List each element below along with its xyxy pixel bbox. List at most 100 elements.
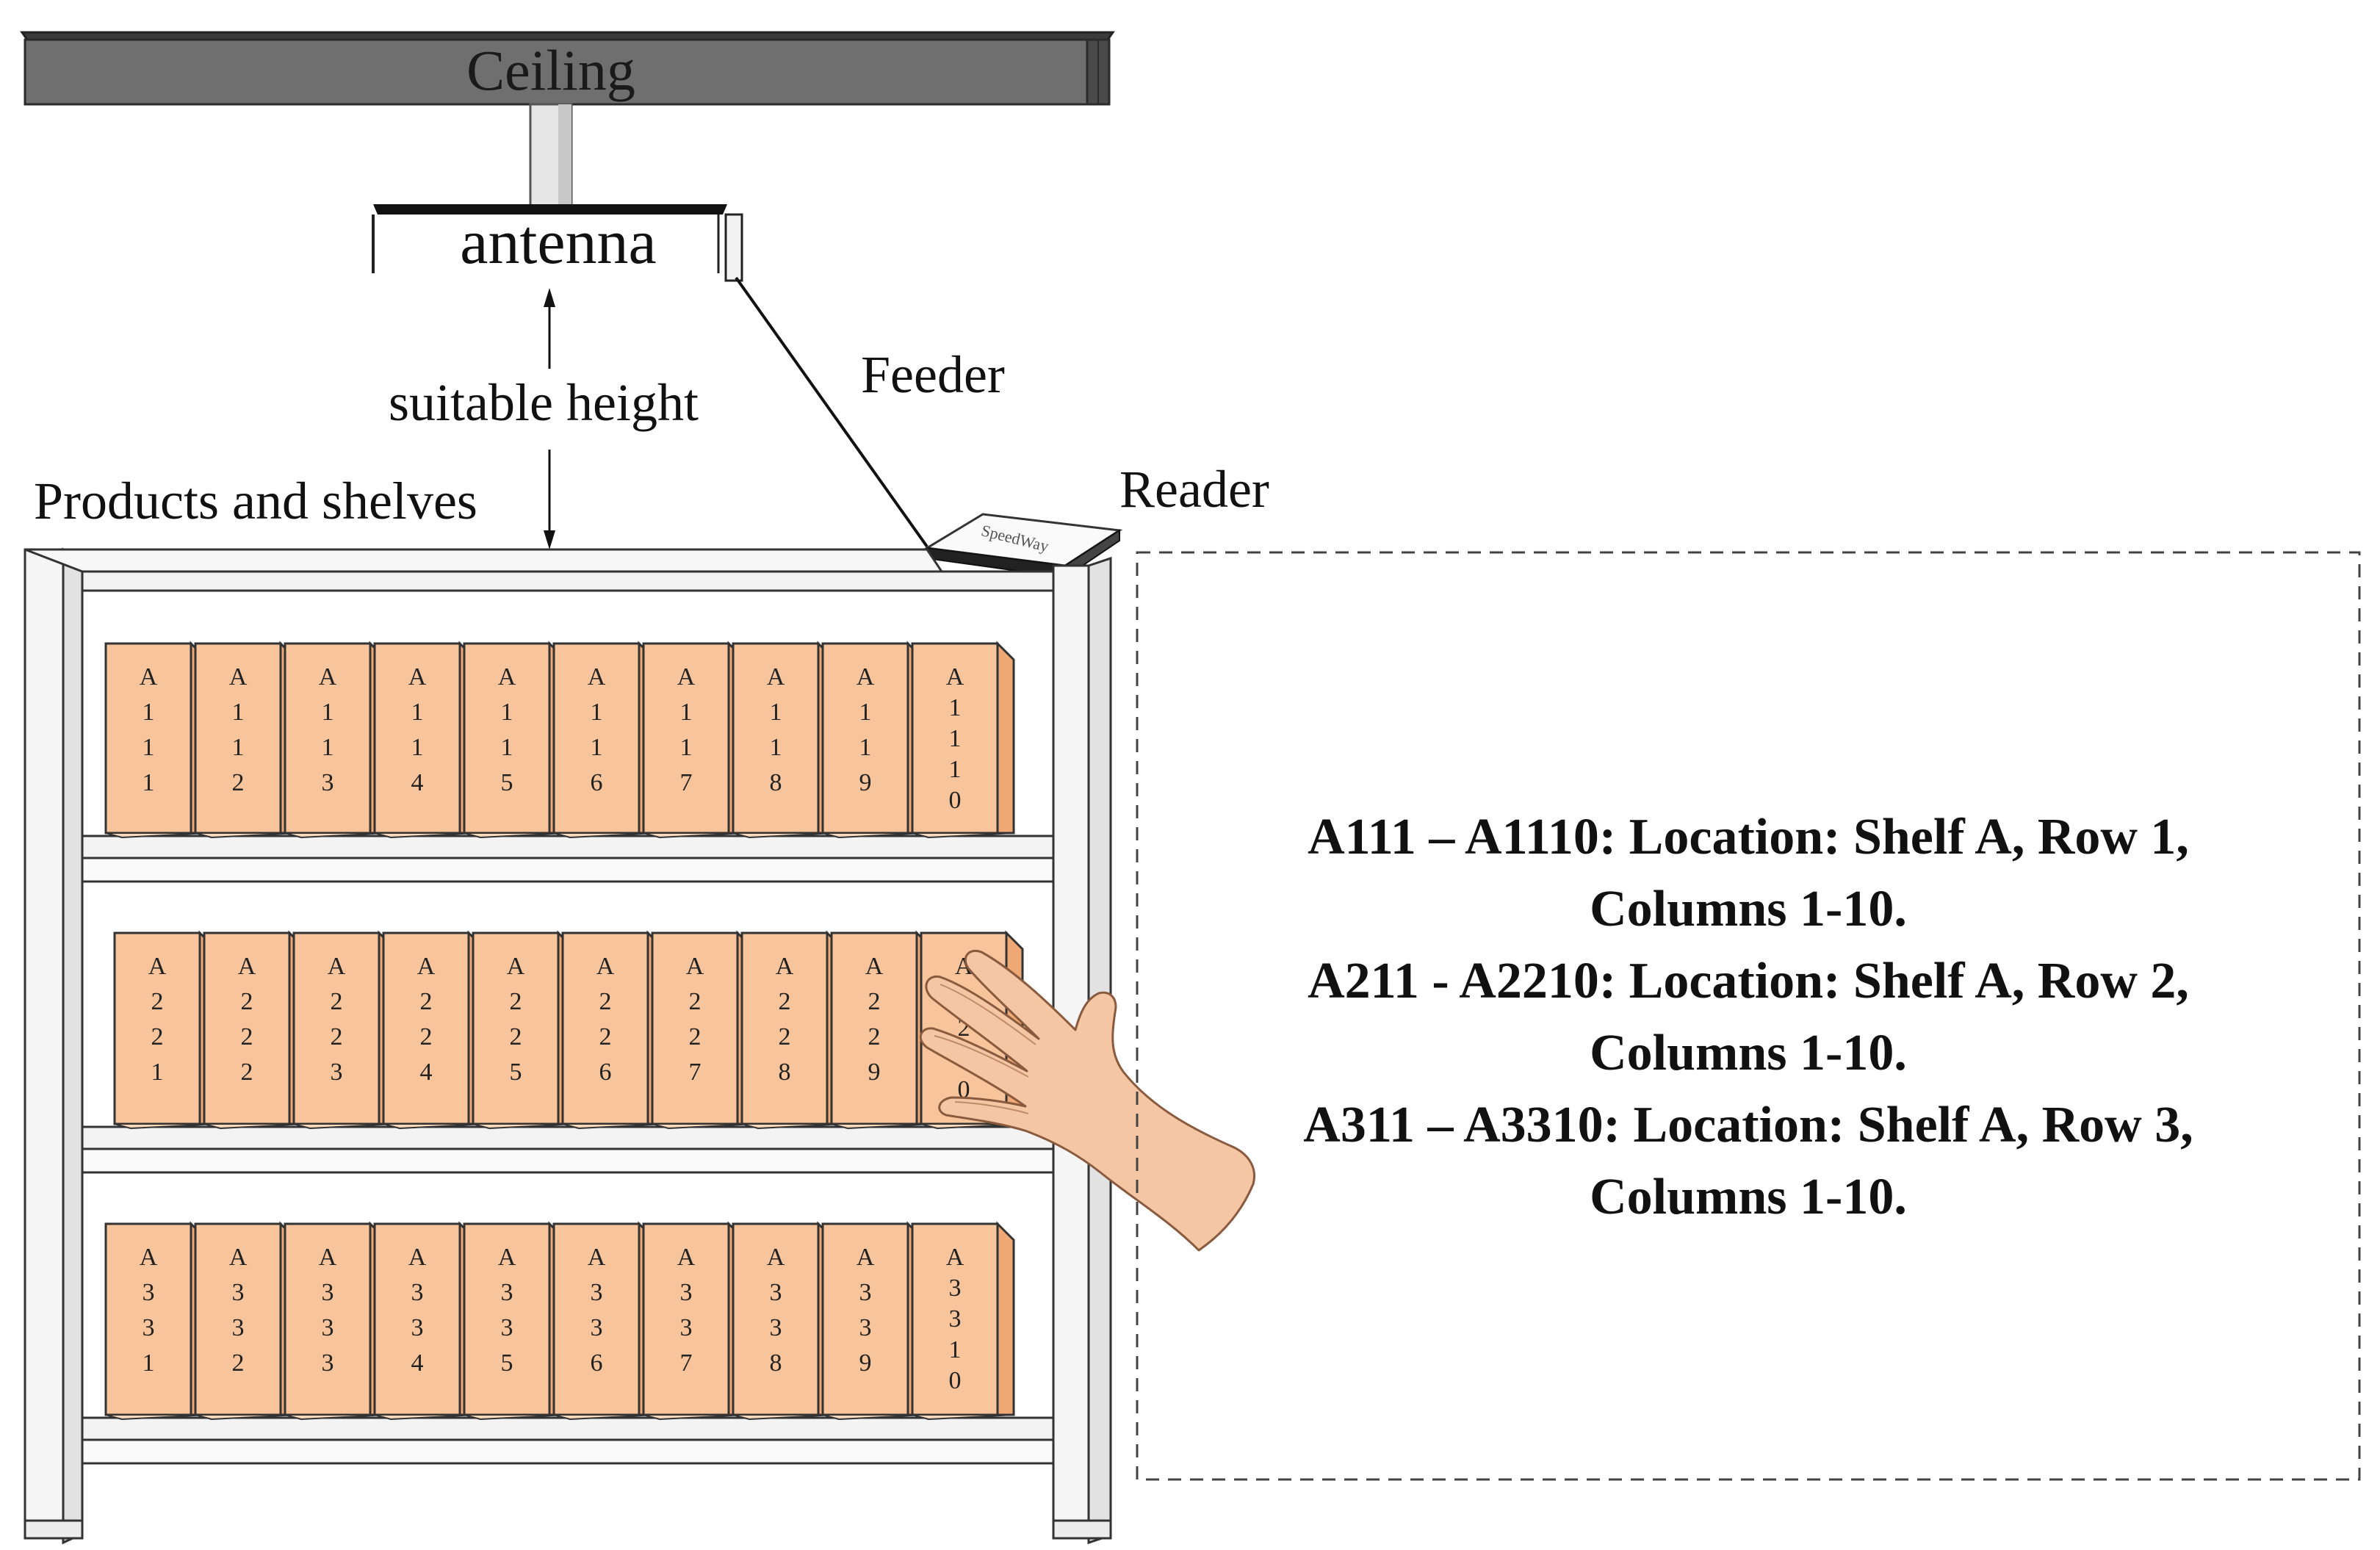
- suitable-height-label: suitable height: [389, 373, 699, 432]
- reader-label: Reader: [1119, 460, 1269, 519]
- legend-line-4: Columns 1-10.: [1590, 1025, 1907, 1081]
- antenna-mount-pole: [529, 103, 573, 207]
- legend-line-6: Columns 1-10.: [1590, 1169, 1907, 1225]
- legend-dashed-box: [1136, 551, 2361, 1481]
- product-box-front: [113, 931, 201, 1125]
- legend-line-1: A111 – A1110: Location: Shelf A, Row 1,: [1308, 809, 2189, 865]
- products-and-shelves-label: Products and shelves: [34, 472, 477, 530]
- product-box-front: [472, 931, 560, 1125]
- product-box-front: [821, 1222, 909, 1416]
- product-box-front: [373, 1222, 461, 1416]
- product-box-front: [830, 931, 918, 1125]
- legend-line-5: A311 – A3310: Location: Shelf A, Row 3,: [1303, 1097, 2193, 1153]
- product-box-side: [996, 641, 1015, 835]
- product-box-front: [642, 1222, 730, 1416]
- product-box-front: [292, 931, 381, 1125]
- product-box-front: [284, 642, 372, 835]
- product-box-front: [732, 1222, 820, 1416]
- legend-line-3: A211 - A2210: Location: Shelf A, Row 2,: [1308, 953, 2189, 1009]
- feeder-label: Feeder: [861, 345, 1005, 404]
- ceiling: Ceiling: [20, 31, 1115, 106]
- shelf-frame: [24, 547, 1112, 1545]
- product-box-front: [104, 1222, 192, 1416]
- product-box-front: [104, 642, 192, 835]
- product-box-base: [912, 1414, 1014, 1421]
- product-box-front: [463, 642, 551, 835]
- product-box-front: [642, 642, 730, 835]
- hand-icon: [919, 950, 1255, 1252]
- product-box-side: [996, 1221, 1015, 1416]
- product-box-front: [382, 931, 470, 1125]
- product-box-front: [552, 1222, 641, 1416]
- product-box-front: [463, 1222, 551, 1416]
- ceiling-label: Ceiling: [466, 38, 635, 102]
- product-box-front: [203, 931, 291, 1125]
- antenna-label: antenna: [460, 206, 656, 277]
- product-box-front: [194, 1222, 282, 1416]
- product-box-front: [284, 1222, 372, 1416]
- product-box-base: [912, 832, 1014, 839]
- reader-device: SpeedWay Reader: [923, 460, 1269, 579]
- location-legend: A111 – A1110: Location: Shelf A, Row 1, …: [1136, 551, 2361, 1481]
- antenna: antenna: [372, 204, 743, 282]
- feeder-cable: Feeder: [735, 276, 1005, 548]
- product-box-front: [911, 1222, 999, 1416]
- product-box-front: [740, 931, 829, 1125]
- legend-line-2: Columns 1-10.: [1590, 881, 1907, 937]
